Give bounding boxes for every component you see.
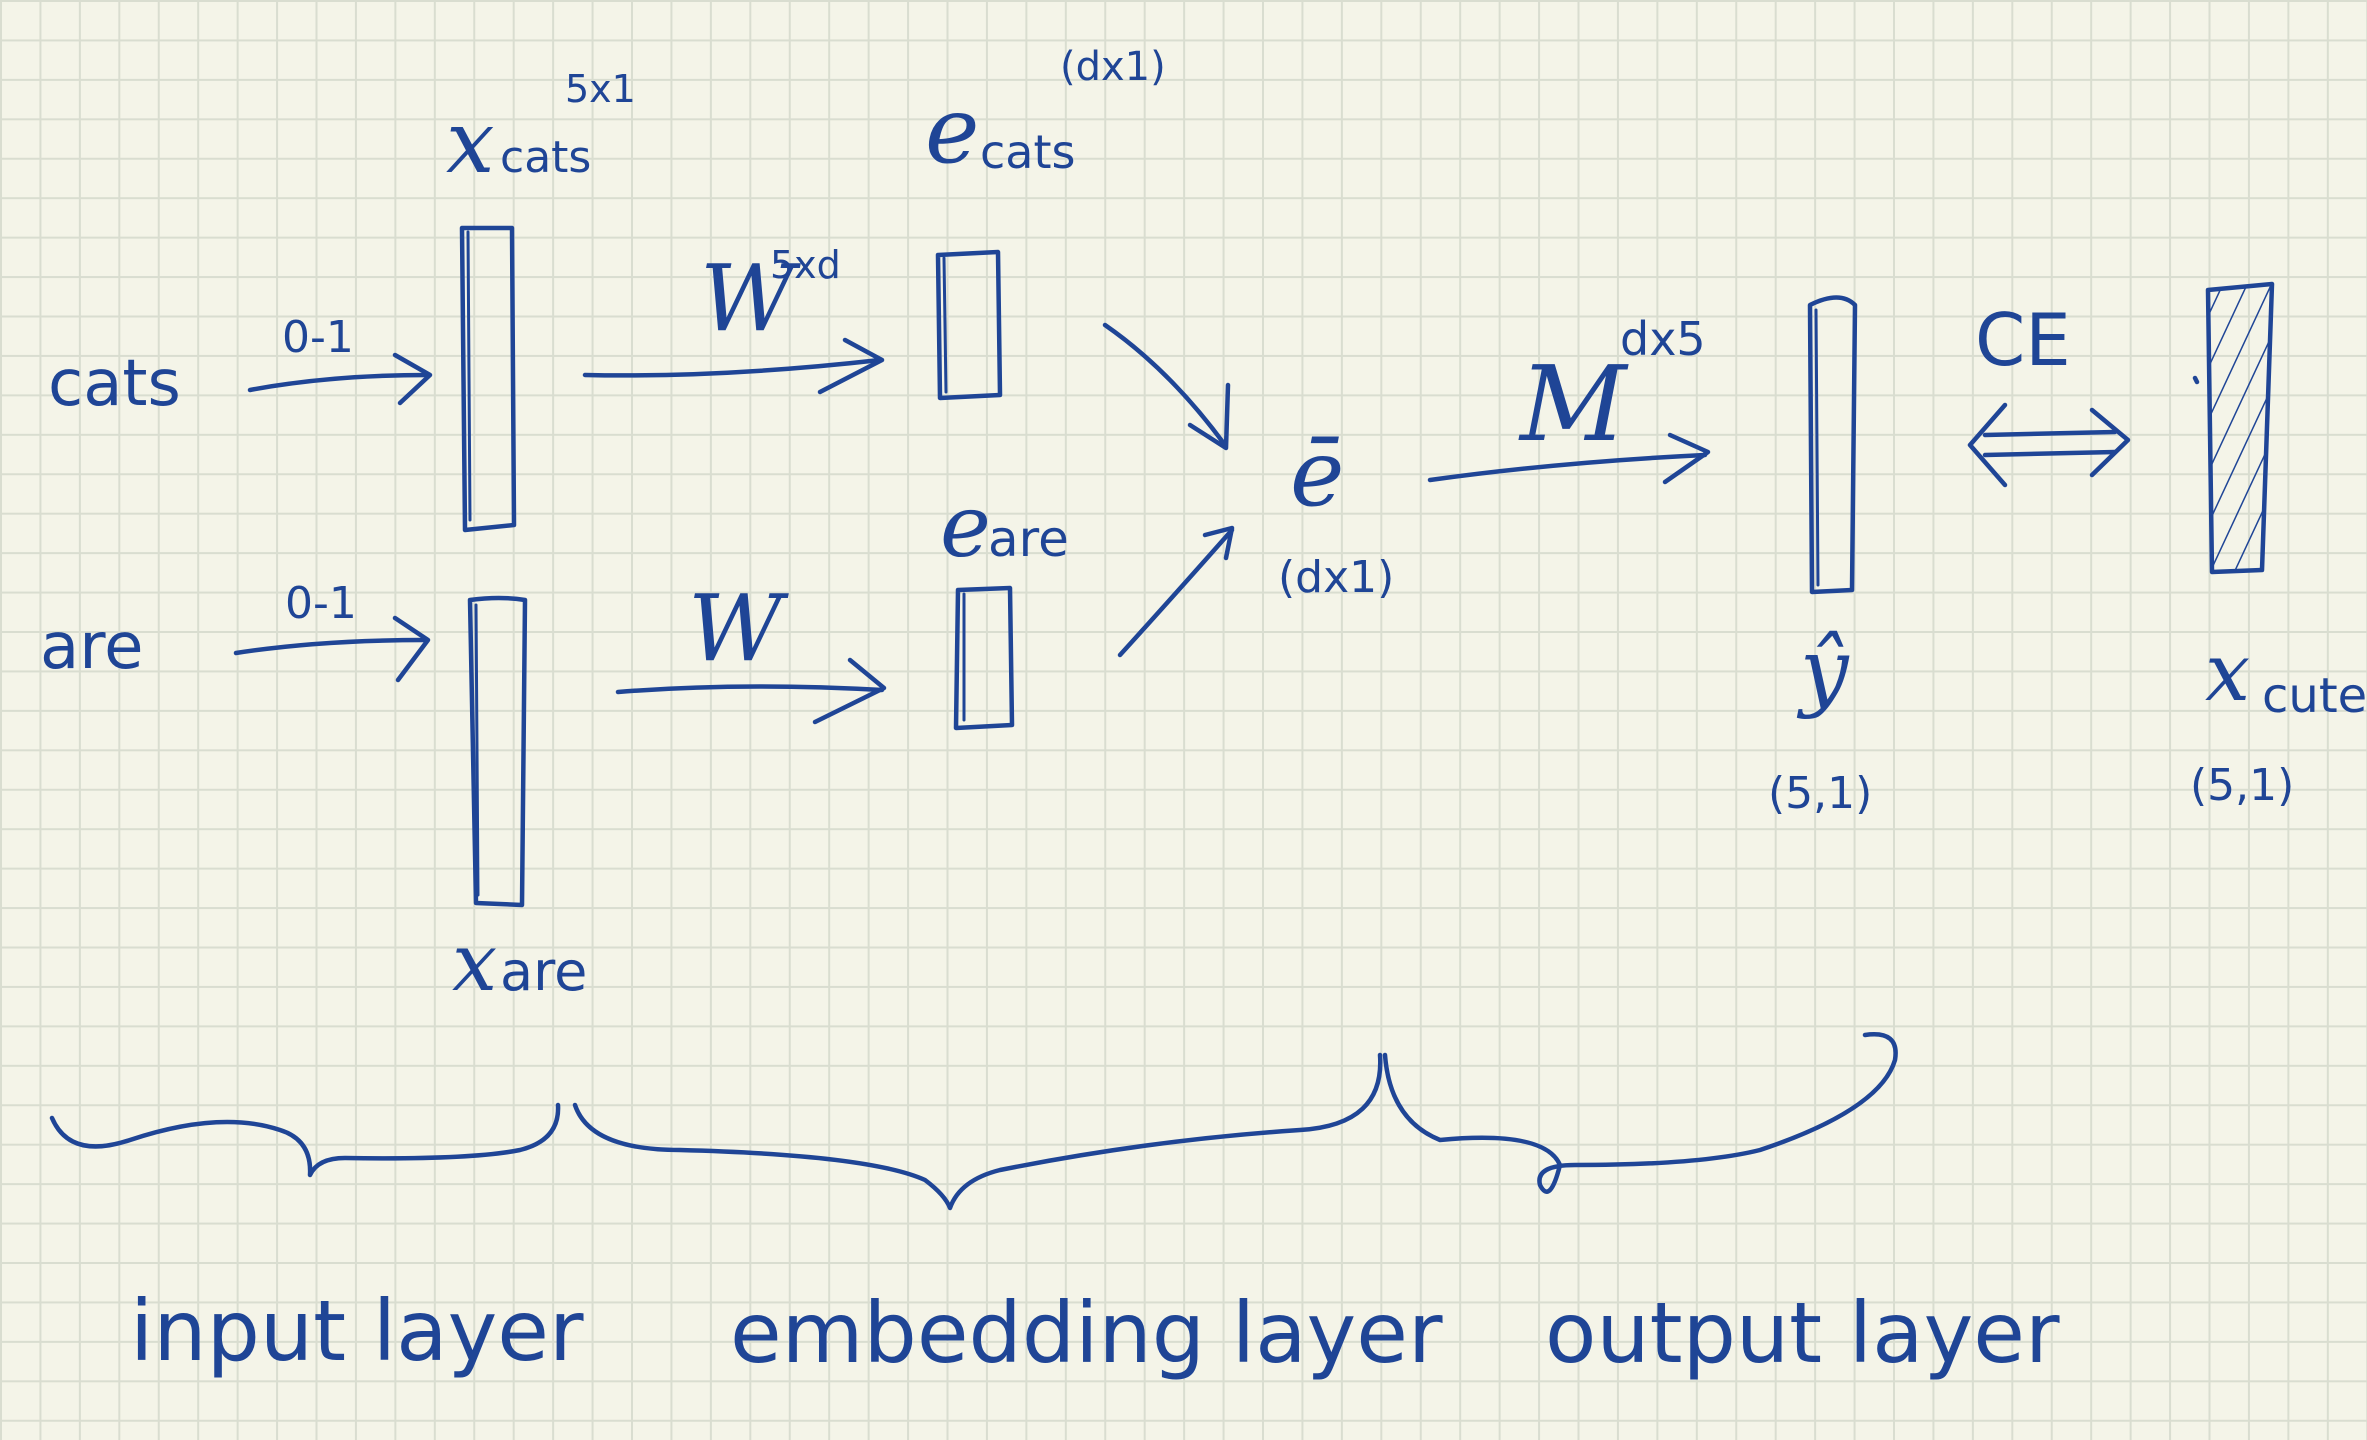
encoding-label-cats: 0-1	[282, 312, 354, 363]
y-hat-shape: (5,1)	[1768, 768, 1872, 819]
layer-label-output: output layer	[1545, 1284, 2060, 1382]
x-cute-shape: (5,1)	[2190, 760, 2294, 811]
arrow-cats-to-x	[247, 352, 433, 406]
e-cats-subscript: cats	[980, 125, 1075, 179]
label-e-mean: ē (dx1)	[1278, 420, 1394, 603]
e-mean-symbol: ē	[1290, 420, 1344, 527]
vector-x-cute	[2192, 281, 2275, 575]
label-e-cats: e cats (dx1)	[925, 44, 1166, 184]
vector-x-cats	[459, 225, 517, 533]
x-cute-subscript: cute	[2262, 668, 2367, 724]
w-bottom-symbol: W	[688, 575, 789, 682]
e-are-subscript: are	[988, 510, 1069, 568]
w-top-symbol: W	[700, 245, 801, 352]
label-y-hat: ŷ (5,1)	[1768, 621, 1872, 819]
e-are-symbol: e	[940, 477, 991, 577]
vector-x-are	[467, 595, 528, 908]
arrow-e-cats-to-mean	[1102, 322, 1231, 451]
brace-embedding-layer	[572, 1052, 1383, 1211]
arrow-m	[1427, 432, 1711, 485]
e-cats-shape: (dx1)	[1060, 44, 1166, 90]
x-cats-shape: 5x1	[565, 67, 636, 111]
ce-double-arrow	[1967, 402, 2131, 488]
arrow-w-bottom	[615, 657, 887, 725]
ce-label: CE	[1975, 298, 2071, 382]
label-e-are: e are	[940, 477, 1069, 577]
x-cute-symbol: x	[2205, 626, 2250, 719]
layer-label-input: input layer	[130, 1282, 584, 1380]
label-x-cats: x cats 5x1	[446, 67, 636, 193]
label-x-cute: x cute (5,1)	[2190, 626, 2367, 811]
x-are-subscript: are	[500, 940, 587, 1003]
layer-label-embedding: embedding layer	[730, 1284, 1443, 1382]
x-cats-subscript: cats	[500, 132, 591, 183]
brace-input-layer	[49, 1102, 561, 1178]
arrow-are-to-x	[233, 615, 431, 683]
x-are-symbol: x	[452, 916, 497, 1009]
w-top-shape: 5xd	[770, 243, 841, 287]
label-x-are: x are	[452, 916, 587, 1009]
x-cats-symbol: x	[446, 93, 495, 193]
vector-e-are	[953, 585, 1015, 731]
arrow-w-top	[582, 337, 885, 395]
m-symbol: M	[1518, 343, 1629, 465]
y-hat-symbol: ŷ	[1796, 621, 1850, 721]
m-shape: dx5	[1620, 312, 1706, 366]
word-cats: cats	[48, 347, 181, 421]
vector-y-hat	[1807, 295, 1858, 595]
e-cats-symbol: e	[925, 77, 979, 184]
brace-output-layer	[1382, 1032, 1898, 1194]
arrow-e-are-to-mean	[1117, 525, 1235, 658]
encoding-label-are: 0-1	[285, 578, 357, 629]
e-mean-shape: (dx1)	[1278, 552, 1394, 603]
vector-e-cats	[935, 249, 1003, 401]
word-are: are	[40, 610, 144, 684]
